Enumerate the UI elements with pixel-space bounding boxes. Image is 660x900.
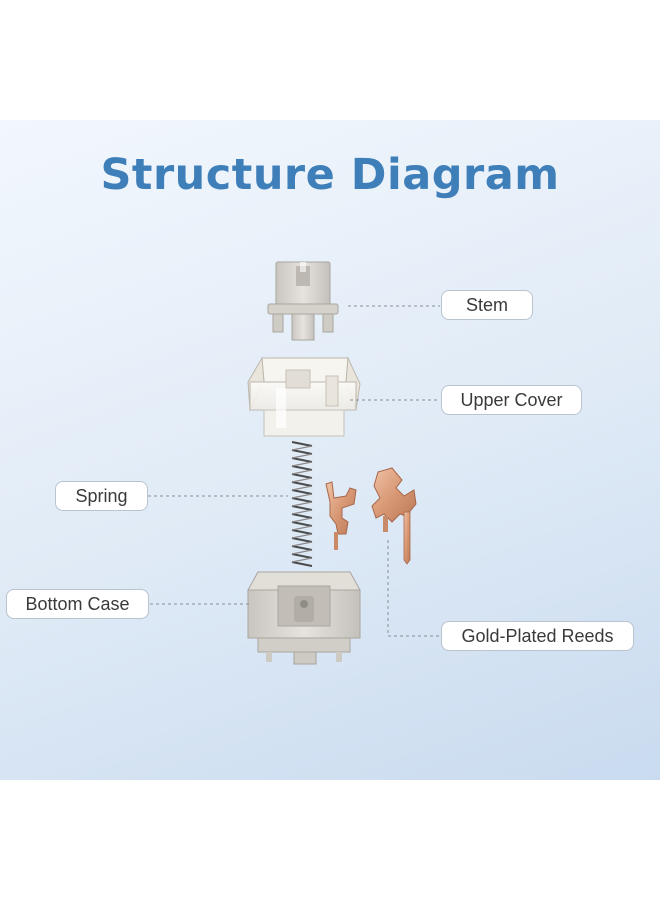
gold-plated-reeds-label: Gold-Plated Reeds <box>441 621 634 651</box>
reed-small-part <box>325 481 357 550</box>
leader-lines <box>148 305 440 637</box>
spring-label: Spring <box>55 481 148 511</box>
upper-cover-part <box>247 356 361 437</box>
reed-large-part <box>371 467 417 565</box>
switch-exploded-illustration <box>148 261 440 665</box>
spring-part <box>291 441 313 567</box>
reeds-leader-line <box>387 540 440 637</box>
diagram-panel: Structure Diagram <box>0 120 660 780</box>
bottom-case-part <box>247 571 361 665</box>
bottom-case-label: Bottom Case <box>6 589 149 619</box>
upper-cover-label: Upper Cover <box>441 385 582 415</box>
stem-label: Stem <box>441 290 533 320</box>
stem-part <box>267 261 339 341</box>
diagram-title: Structure Diagram <box>100 150 560 200</box>
